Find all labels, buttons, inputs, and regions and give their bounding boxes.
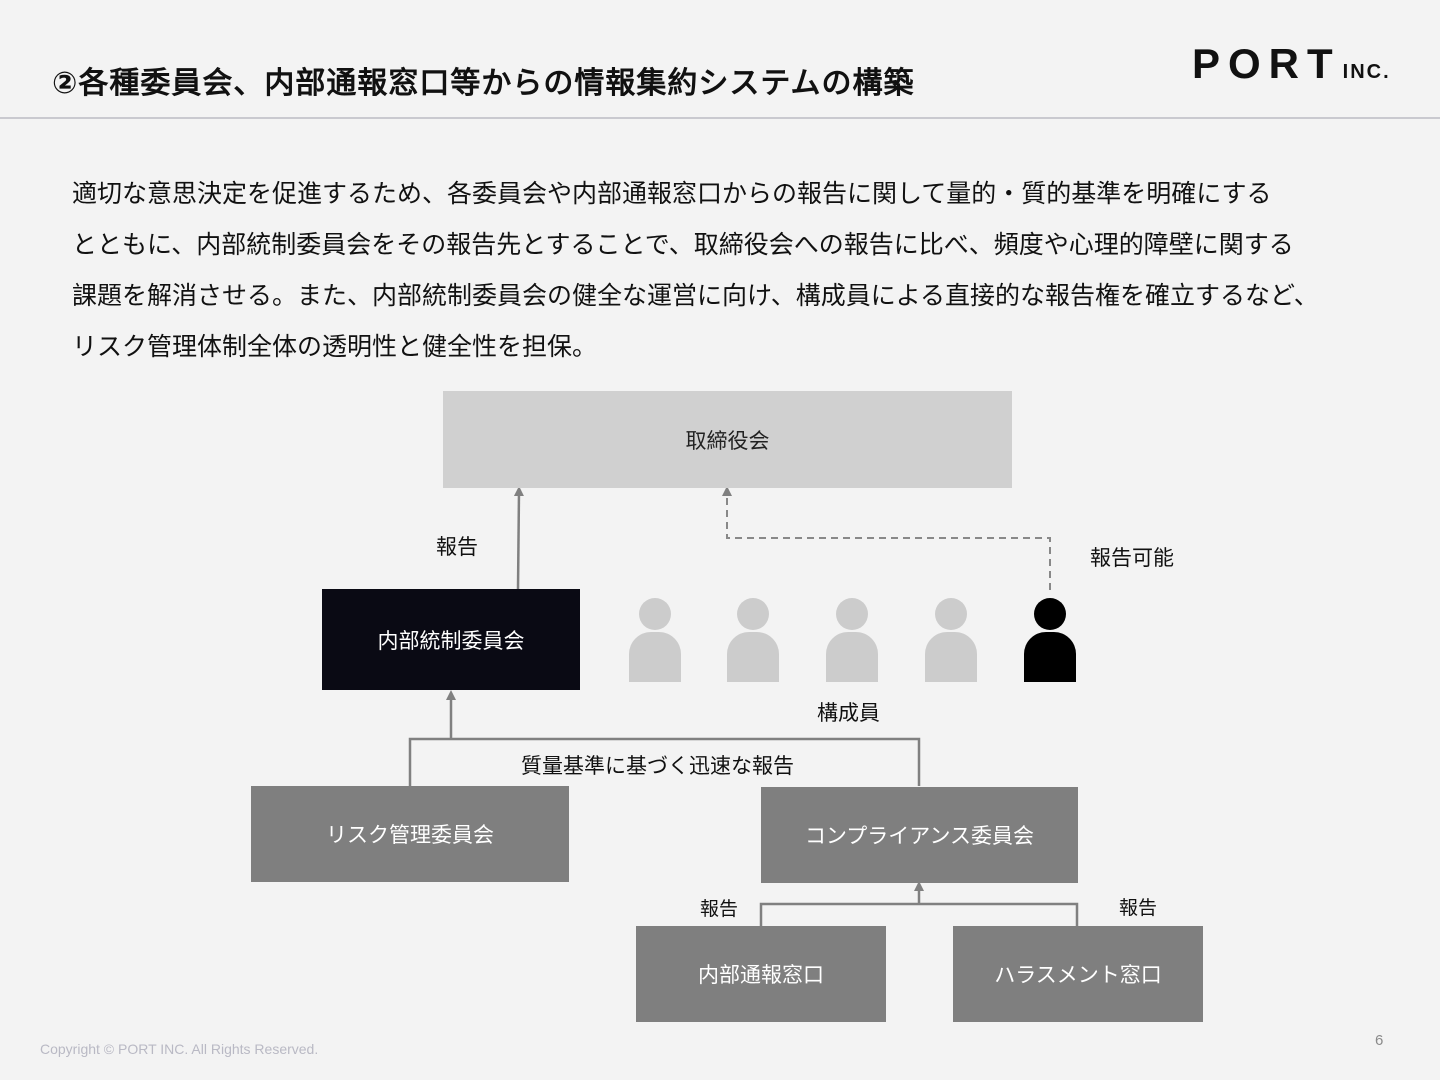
report-arrow-to-board [513,486,524,590]
board-label: 取締役会 [685,428,770,453]
logo-sub: INC. [1342,61,1391,83]
intro-line: リスク管理体制全体の透明性と健全性を担保。 [72,332,598,361]
report-label-left: 報告 [700,898,739,920]
page-number: 6 [1375,1032,1384,1049]
intro-line: 適切な意思決定を促進するため、各委員会や内部通報窓口からの報告に関して量的・質的… [72,179,1272,208]
risk-label: リスク管理委員会 [326,823,494,847]
compliance-label: コンプライアンス委員会 [804,824,1035,848]
report-label-right: 報告 [1119,897,1158,919]
slide-title: ②各種委員会、内部通報窓口等からの情報集約システムの構築 [52,66,915,101]
member-report-dashed-arrow [722,486,1051,590]
member-person-icon [826,598,878,682]
can-report-label: 報告可能 [1090,546,1174,570]
header-divider [0,117,1440,119]
member-person-icon [629,598,681,682]
report-label: 報告 [436,535,478,559]
members-label: 構成員 [817,701,880,725]
harassment-window-box: ハラスメント窓口 [953,926,1203,1022]
reporting-member-person-icon [1024,598,1076,682]
internal-control-label: 内部統制委員会 [377,628,525,653]
committee-merge-line [408,737,921,786]
intro-line: とともに、内部統制委員会をその報告先とすることで、取締役会への報告に比べ、頻度や… [72,230,1294,259]
window-merge-line [759,902,1079,926]
board-of-directors-box: 取締役会 [443,391,1012,488]
harassment-label: ハラスメント窓口 [994,963,1162,987]
internal-control-committee-box: 内部統制委員会 [322,589,580,690]
risk-management-committee-box: リスク管理委員会 [251,786,569,882]
member-person-icon [925,598,977,682]
whistleblowing-label: 内部通報窓口 [698,963,824,987]
intro-paragraph: 適切な意思決定を促進するため、各委員会や内部通報窓口からの報告に関して量的・質的… [72,174,1417,378]
logo-main: PORT [1192,40,1341,87]
whistleblowing-window-box: 内部通報窓口 [636,926,886,1022]
copyright-text: Copyright © PORT INC. All Rights Reserve… [40,1041,319,1057]
intro-line: 課題を解消させる。また、内部統制委員会の健全な運営に向け、構成員による直接的な報… [72,281,1319,310]
quality-report-label: 質量基準に基づく迅速な報告 [521,754,794,778]
compliance-committee-box: コンプライアンス委員会 [761,787,1078,883]
member-person-icon [727,598,779,682]
